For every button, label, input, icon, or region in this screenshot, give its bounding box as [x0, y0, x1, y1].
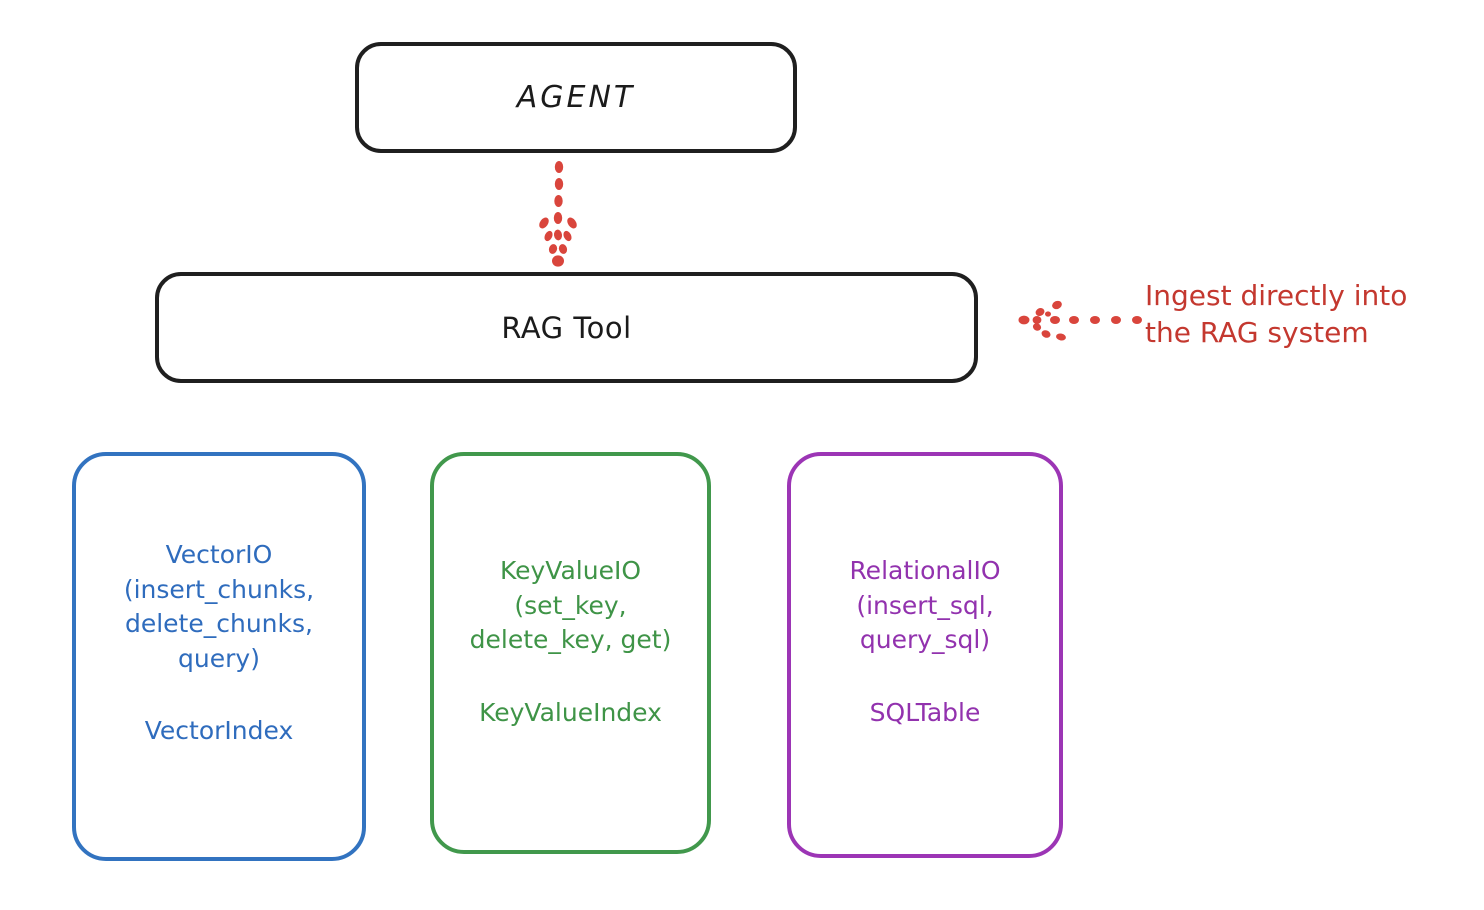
agent-node-label: AGENT	[516, 80, 636, 115]
agent-to-rag-connector	[515, 160, 605, 270]
vector-io-node[interactable]: VectorIO (insert_chunks, delete_chunks, …	[72, 452, 366, 861]
sql-table-label: SQLTable	[869, 697, 981, 727]
vector-io-api-label: VectorIO (insert_chunks, delete_chunks, …	[123, 540, 315, 673]
ingest-annotation-text: Ingest directly into the RAG system	[1145, 279, 1408, 349]
key-value-io-node[interactable]: KeyValueIO (set_key, delete_key, get) Ke…	[430, 452, 711, 854]
relational-io-api-label: RelationalIO (insert_sql, query_sql)	[849, 556, 1001, 654]
relational-io-node[interactable]: RelationalIO (insert_sql, query_sql) SQL…	[787, 452, 1063, 858]
rag-tool-node[interactable]: RAG Tool	[155, 272, 978, 383]
key-value-io-api-label: KeyValueIO (set_key, delete_key, get)	[469, 556, 672, 654]
ingest-arrow-icon	[1015, 296, 1147, 348]
key-value-index-label: KeyValueIndex	[479, 697, 662, 727]
rag-tool-node-label: RAG Tool	[501, 310, 632, 345]
agent-node[interactable]: AGENT	[355, 42, 797, 153]
vector-index-label: VectorIndex	[144, 716, 294, 745]
